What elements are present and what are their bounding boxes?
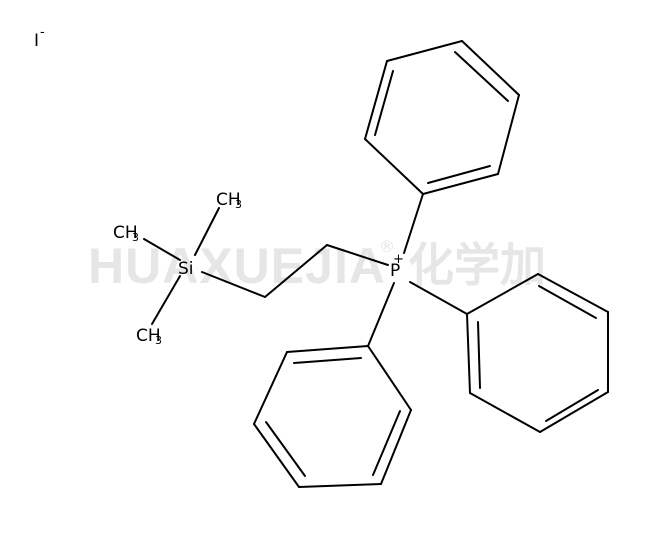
phenyl-ring-bottom — [253, 345, 412, 488]
phosphorus-label: P — [390, 261, 400, 281]
bond-p-phenyl-right — [409, 281, 468, 315]
bond-si-methyl-top — [194, 207, 220, 256]
phenyl-ring-right — [466, 273, 609, 433]
svg-text:CH: CH — [216, 190, 241, 210]
bond-p-phenyl-bottom — [367, 282, 395, 347]
iodide-ion: I - — [34, 25, 45, 51]
silicon-label: Si — [178, 259, 194, 279]
bond-si-methyl-bottom — [151, 275, 181, 325]
methyl-bottom: CH 3 — [136, 326, 162, 347]
bond-si-methyl-left — [143, 238, 181, 261]
methyl-top: CH 3 — [216, 190, 242, 211]
svg-text:CH: CH — [136, 326, 161, 346]
watermark-registered-mark: ® — [379, 237, 395, 256]
bond-ch2-p — [326, 244, 389, 266]
watermark-cjk: 化学加 — [408, 238, 546, 292]
phenyl-ring-top — [364, 40, 520, 195]
svg-text:CH: CH — [113, 223, 138, 243]
iodide-charge: - — [40, 25, 45, 40]
svg-text:3: 3 — [132, 231, 139, 244]
bonds — [143, 40, 609, 488]
phosphorus-charge: + — [393, 252, 404, 267]
bond-si-ch2 — [201, 271, 266, 298]
svg-text:3: 3 — [235, 198, 242, 211]
bond-ch2-ch2 — [264, 244, 328, 298]
atom-labels: Si P + CH 3 CH 3 CH 3 — [113, 190, 404, 347]
bond-p-phenyl-top — [403, 193, 424, 254]
svg-text:3: 3 — [155, 334, 162, 347]
iodide-symbol: I — [34, 31, 39, 51]
methyl-left: CH 3 — [113, 223, 139, 244]
